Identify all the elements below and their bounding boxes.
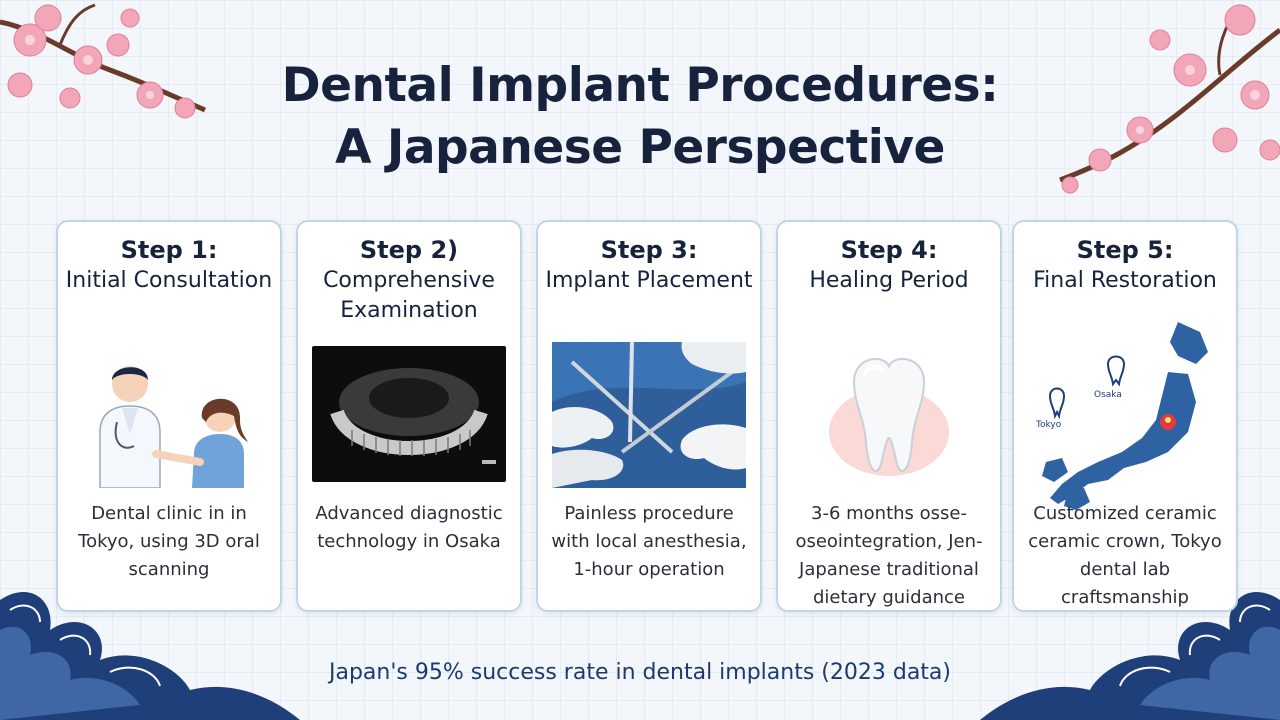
title-line-1: Dental Implant Procedures:	[281, 58, 999, 113]
step-card-header: Step 2) Comprehensive Examination	[302, 234, 516, 346]
tooth-icon	[829, 358, 949, 476]
step-label: Step 3:	[600, 236, 698, 264]
cherry-blossom-branch-right-icon	[1059, 4, 1280, 194]
step-card-4: Step 4: Healing Period 3-6 months osse-o…	[776, 220, 1002, 612]
step-title: Final Restoration	[1033, 268, 1217, 293]
tooth-marker-osaka-icon	[1106, 355, 1126, 387]
page-title: Dental Implant Procedures: A Japanese Pe…	[0, 55, 1280, 179]
step-card-header: Step 1: Initial Consultation	[62, 234, 276, 346]
step-card-header: Step 5: Final Restoration	[1018, 234, 1232, 346]
panoramic-xray-image-icon	[312, 346, 506, 482]
step-card-header: Step 3: Implant Placement	[542, 234, 756, 346]
step-description: Dental clinic in in Tokyo, using 3D oral…	[78, 503, 260, 580]
step-label: Step 5:	[1076, 236, 1174, 264]
step-card-1: Step 1: Initial Consultation Dental clin…	[56, 220, 282, 612]
step-title: Initial Consultation	[65, 268, 273, 293]
wave-right-icon	[980, 591, 1280, 720]
map-label-osaka: Osaka	[1094, 390, 1122, 400]
surgery-hands-image-icon	[552, 342, 746, 488]
step-card-2: Step 2) Comprehensive Examination Advanc…	[296, 220, 522, 612]
title-line-2: A Japanese Perspective	[335, 120, 945, 175]
japan-map-icon	[1042, 322, 1208, 510]
step-label: Step 1:	[120, 236, 218, 264]
step-title: Implant Placement	[545, 268, 753, 293]
step-label: Step 4:	[840, 236, 938, 264]
footer-caption: Japan's 95% success rate in dental impla…	[328, 660, 951, 685]
step-card-header: Step 4: Healing Period	[782, 234, 996, 346]
step-label: Step 2)	[359, 236, 459, 264]
cherry-blossom-branch-left-icon	[0, 3, 206, 119]
map-label-tokyo: Tokyo	[1036, 420, 1062, 430]
step-description: Customized ceramic ceramic crown, Tokyo …	[1028, 503, 1222, 608]
tooth-marker-tokyo-icon	[1048, 387, 1066, 420]
step-title: Healing Period	[809, 268, 969, 293]
step-description: Advanced diagnostic technology in Osaka	[315, 503, 503, 552]
step-title: Comprehensive Examination	[323, 268, 495, 323]
step-description: 3-6 months osse-oseointegration, Jen-Jap…	[795, 503, 983, 608]
step-card-5: Step 5: Final Restoration Tokyo Osaka Cu…	[1012, 220, 1238, 612]
step-card-3: Step 3: Implant Placement Painless proce…	[536, 220, 762, 612]
doctor-patient-illustration-icon	[72, 342, 266, 488]
wave-left-icon	[0, 591, 300, 720]
step-description: Painless procedure with local anesthesia…	[551, 503, 747, 580]
